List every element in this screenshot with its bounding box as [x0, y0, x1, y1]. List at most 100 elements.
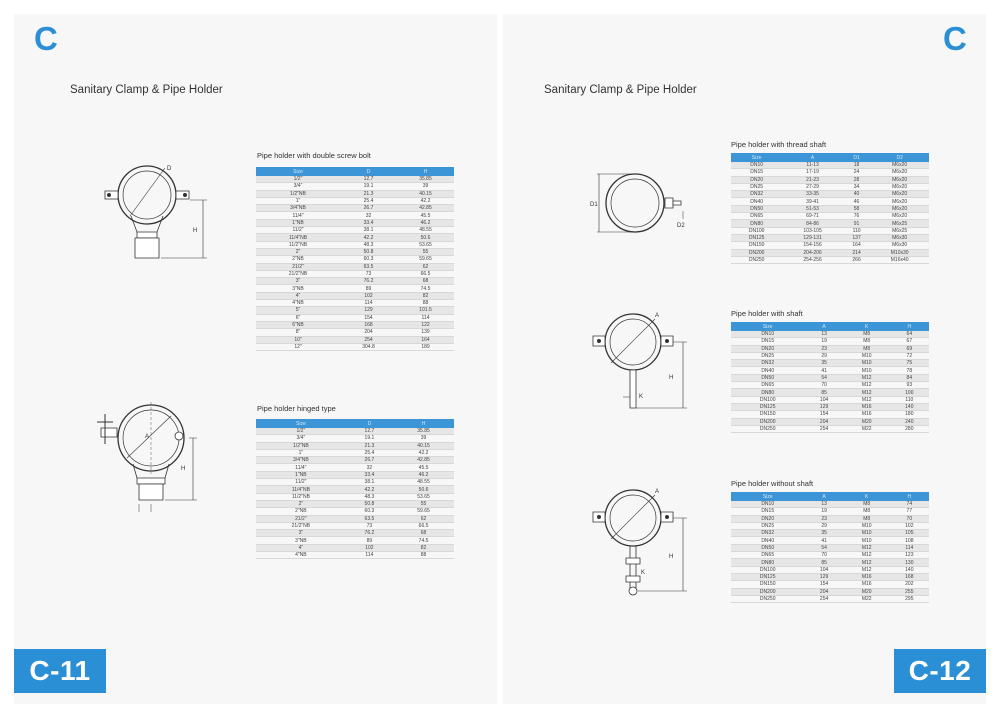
- table-cell: 140: [889, 403, 929, 412]
- table-cell: 1"NB: [256, 219, 341, 228]
- table-cell: 122: [397, 321, 454, 330]
- table-cell: 48.55: [397, 226, 454, 235]
- table-cell: 19.1: [345, 434, 394, 443]
- table-cell: 41: [804, 536, 844, 545]
- table-cell: 73: [340, 270, 397, 279]
- table-cell: DN150: [731, 241, 783, 250]
- table-cell: DN100: [731, 396, 805, 404]
- table-cell: M10: [843, 359, 890, 368]
- table-header-cell: A: [782, 153, 843, 162]
- table-cell: 3": [256, 277, 341, 286]
- table-cell: 40.15: [393, 442, 454, 450]
- table-cell: DN150: [731, 580, 805, 589]
- table-cell: M22: [843, 595, 890, 604]
- table-cell: 21.3: [345, 442, 394, 450]
- table-cell: DN125: [731, 234, 783, 243]
- dimension-label: H: [669, 554, 673, 560]
- table-cell: DN32: [731, 529, 805, 538]
- table-cell: M12: [843, 388, 890, 397]
- table-cell: 13: [804, 501, 844, 509]
- table-cell: 48.3: [340, 241, 397, 249]
- table-cell: 33.4: [340, 219, 397, 228]
- table-cell: DN32: [731, 190, 783, 199]
- table-cell: 35: [804, 529, 844, 538]
- table-cell: 21/2": [256, 263, 341, 271]
- table-cell: 33.4: [345, 471, 394, 480]
- table-cell: 74.5: [397, 284, 454, 293]
- table-cell: DN80: [731, 388, 805, 397]
- table-cell: 40.15: [397, 190, 454, 198]
- table-cell: 38.1: [340, 226, 397, 235]
- table-cell: 25.4: [340, 197, 397, 206]
- clamp-drawing: A H: [93, 398, 213, 514]
- table-cell: 202: [889, 580, 929, 589]
- table-cell: M10: [843, 536, 890, 545]
- table-cell: 26.7: [345, 456, 394, 465]
- table-cell: 266: [842, 256, 871, 265]
- table-cell: M6x20: [870, 176, 929, 184]
- table-cell: M6x20: [870, 190, 929, 199]
- table-cell: M12: [843, 566, 890, 574]
- table-cell: 114: [889, 544, 929, 553]
- table-cell: 54: [804, 374, 844, 383]
- table-cell: 50.8: [340, 248, 397, 257]
- dimension-label: K: [641, 570, 645, 576]
- table-cell: 100: [889, 388, 929, 397]
- table-cell: 4"NB: [256, 299, 341, 308]
- table-cell: 13: [804, 331, 844, 339]
- table-cell: DN125: [731, 573, 805, 582]
- table-cell: 60.3: [340, 255, 397, 264]
- table-cell: M8: [843, 345, 890, 353]
- table-cell: 53.65: [397, 241, 454, 249]
- table-cell: M8: [843, 501, 890, 509]
- table-cell: M16: [843, 403, 890, 412]
- table-cell: M10: [843, 522, 890, 531]
- table-cell: 42.2: [397, 197, 454, 206]
- table-cell: 38.1: [345, 478, 394, 487]
- table-cell: M6x20: [870, 212, 929, 221]
- table-cell: 154: [340, 314, 397, 322]
- table-cell: 164: [397, 336, 454, 344]
- table-cell: 3/4": [256, 434, 346, 443]
- table-cell: 42.2: [345, 485, 394, 494]
- table-cell: M6x20: [870, 205, 929, 214]
- table-cell: 1"NB: [256, 471, 346, 480]
- table-cell: 48.3: [345, 493, 394, 501]
- table-cell: 60.3: [345, 507, 394, 516]
- table-cell: 254: [340, 336, 397, 344]
- table-cell: DN80: [731, 219, 783, 228]
- table-cell: 21/2"NB: [256, 270, 341, 279]
- table-cell: 25.4: [345, 449, 394, 458]
- table-cell: 254: [804, 425, 844, 434]
- table-cell: M16: [843, 573, 890, 582]
- section-title: Pipe holder with thread shaft: [731, 140, 827, 149]
- table-cell: 204-206: [782, 249, 843, 257]
- table-cell: DN65: [731, 381, 805, 390]
- table-cell: 280: [889, 425, 929, 434]
- table-cell: 114: [397, 314, 454, 322]
- table-cell: 4": [256, 292, 341, 301]
